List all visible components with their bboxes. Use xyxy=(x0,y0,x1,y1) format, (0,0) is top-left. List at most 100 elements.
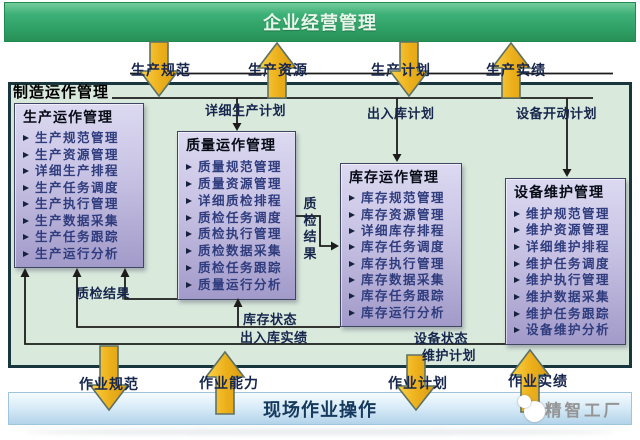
production-operations-title: 生产运作管理 xyxy=(23,109,113,125)
production-operations-box: 生产运作管理 生产规范管理生产资源管理详细生产排程生产任务调度生产执行管理生产数… xyxy=(14,103,144,268)
flow-label-work-spec: 作业规范 xyxy=(79,376,139,392)
list-item: 维护数据采集 xyxy=(506,290,625,304)
item-arrow-icon xyxy=(186,180,192,187)
item-arrow-icon xyxy=(186,163,192,170)
label-inventory-status: 库存状态 xyxy=(243,312,298,327)
item-arrow-icon xyxy=(349,244,355,251)
inventory-operations-items: 库存规范管理库存资源管理详细库存排程库存任务调度库存执行管理库存数据采集库存任务… xyxy=(341,186,461,326)
production-operations-items: 生产规范管理生产资源管理详细生产排程生产任务调度生产执行管理生产数据采集生产任务… xyxy=(15,126,143,267)
label-quality-result-vertical: 质检结果 xyxy=(303,196,317,261)
list-item: 维护资源管理 xyxy=(506,223,625,237)
list-item: 生产任务调度 xyxy=(15,181,143,195)
item-arrow-icon xyxy=(186,197,192,204)
item-arrow-icon xyxy=(186,265,192,272)
item-arrow-icon xyxy=(349,211,355,218)
watermark: 精智工厂 xyxy=(518,395,623,422)
list-item: 库存任务调度 xyxy=(341,240,461,254)
equipment-maintenance-title: 设备维护管理 xyxy=(514,184,604,200)
list-item: 库存执行管理 xyxy=(341,257,461,271)
item-arrow-icon xyxy=(349,227,355,234)
label-equipment-startup-plan: 设备开动计划 xyxy=(516,106,598,121)
item-arrow-icon xyxy=(514,227,520,234)
list-item: 质检数据采集 xyxy=(178,244,295,258)
item-arrow-icon xyxy=(186,282,192,288)
label-maintenance-plan: 维护计划 xyxy=(422,348,477,363)
list-item: 详细库存排程 xyxy=(341,224,461,238)
item-arrow-icon xyxy=(514,210,520,217)
list-item: 详细维护排程 xyxy=(506,240,625,254)
flow-label-work-capability: 作业能力 xyxy=(199,375,259,391)
watermark-logo-icon xyxy=(518,395,545,422)
list-item: 维护任务跟踪 xyxy=(506,307,625,321)
quality-operations-title: 质量运作管理 xyxy=(186,137,276,153)
label-warehouse-in-out-actual: 出入库实绩 xyxy=(240,330,308,345)
flow-label-production-plan: 生产计划 xyxy=(371,62,431,78)
item-arrow-icon xyxy=(349,293,355,300)
list-item: 生产运行分析 xyxy=(15,247,143,261)
list-item: 生产数据采集 xyxy=(15,214,143,228)
inventory-operations-title: 库存运作管理 xyxy=(349,169,439,185)
label-warehouse-in-out-plan: 出入库计划 xyxy=(367,106,435,121)
item-arrow-icon xyxy=(186,248,192,255)
flow-label-work-plan: 作业计划 xyxy=(388,375,448,391)
list-item: 库存任务跟踪 xyxy=(341,289,461,303)
list-item: 库存运行分析 xyxy=(341,306,461,320)
item-arrow-icon xyxy=(186,231,192,238)
list-item: 质量资源管理 xyxy=(178,177,295,191)
flow-label-work-actual: 作业实绩 xyxy=(508,373,568,389)
item-arrow-icon xyxy=(23,151,29,158)
label-quality-result: 质检结果 xyxy=(76,286,131,301)
label-detailed-production-plan: 详细生产计划 xyxy=(205,103,287,118)
list-item: 生产资源管理 xyxy=(15,148,143,162)
item-arrow-icon xyxy=(349,195,355,202)
item-arrow-icon xyxy=(23,217,29,224)
list-item: 库存资源管理 xyxy=(341,208,461,222)
item-arrow-icon xyxy=(186,214,192,221)
quality-operations-box: 质量运作管理 质量规范管理质量资源管理详细质检排程质检任务调度质检执行管理质检数… xyxy=(177,131,296,300)
item-arrow-icon xyxy=(23,135,29,142)
list-item: 设备维护分析 xyxy=(506,323,625,337)
item-arrow-icon xyxy=(23,234,29,241)
list-item: 质量运行分析 xyxy=(178,278,295,292)
flow-label-production-spec: 生产规范 xyxy=(131,62,191,78)
item-arrow-icon xyxy=(514,310,520,317)
item-arrow-icon xyxy=(514,243,520,250)
list-item: 详细质检排程 xyxy=(178,194,295,208)
item-arrow-icon xyxy=(23,250,29,257)
item-arrow-icon xyxy=(514,327,520,334)
list-item: 质检执行管理 xyxy=(178,227,295,241)
scan-smudge xyxy=(25,429,615,435)
item-arrow-icon xyxy=(514,293,520,300)
flow-label-production-actual: 生产实绩 xyxy=(486,62,546,78)
list-item: 质检任务调度 xyxy=(178,211,295,225)
enterprise-management-bar: 企业经营管理 xyxy=(4,2,636,42)
list-item: 维护规范管理 xyxy=(506,207,625,221)
watermark-text: 精智工厂 xyxy=(545,401,623,420)
item-arrow-icon xyxy=(514,260,520,267)
list-item: 生产执行管理 xyxy=(15,197,143,211)
equipment-maintenance-items: 维护规范管理维护资源管理详细维护排程维护任务调度维护执行管理维护数据采集维护任务… xyxy=(506,201,625,344)
item-arrow-icon xyxy=(349,260,355,267)
inventory-operations-box: 库存运作管理 库存规范管理库存资源管理详细库存排程库存任务调度库存执行管理库存数… xyxy=(340,163,462,327)
list-item: 库存规范管理 xyxy=(341,191,461,205)
field-operations-label: 现场作业操作 xyxy=(263,399,377,420)
list-item: 质检任务跟踪 xyxy=(178,261,295,275)
item-arrow-icon xyxy=(349,276,355,283)
list-item: 库存数据采集 xyxy=(341,273,461,287)
list-item: 详细生产排程 xyxy=(15,164,143,178)
equipment-maintenance-box: 设备维护管理 维护规范管理维护资源管理详细维护排程维护任务调度维护执行管理维护数… xyxy=(505,178,626,345)
quality-operations-items: 质量规范管理质量资源管理详细质检排程质检任务调度质检执行管理质检数据采集质检任务… xyxy=(178,154,295,299)
item-arrow-icon xyxy=(349,309,355,316)
list-item: 生产任务跟踪 xyxy=(15,230,143,244)
flow-label-production-resource: 生产资源 xyxy=(248,62,308,78)
container-title: 制造运作管理 xyxy=(13,84,110,101)
list-item: 生产规范管理 xyxy=(15,131,143,145)
item-arrow-icon xyxy=(514,277,520,284)
list-item: 质量规范管理 xyxy=(178,160,295,174)
enterprise-management-label: 企业经营管理 xyxy=(263,13,377,33)
label-equipment-status: 设备状态 xyxy=(414,331,469,346)
item-arrow-icon xyxy=(23,201,29,208)
list-item: 维护任务调度 xyxy=(506,257,625,271)
list-item: 维护执行管理 xyxy=(506,273,625,287)
